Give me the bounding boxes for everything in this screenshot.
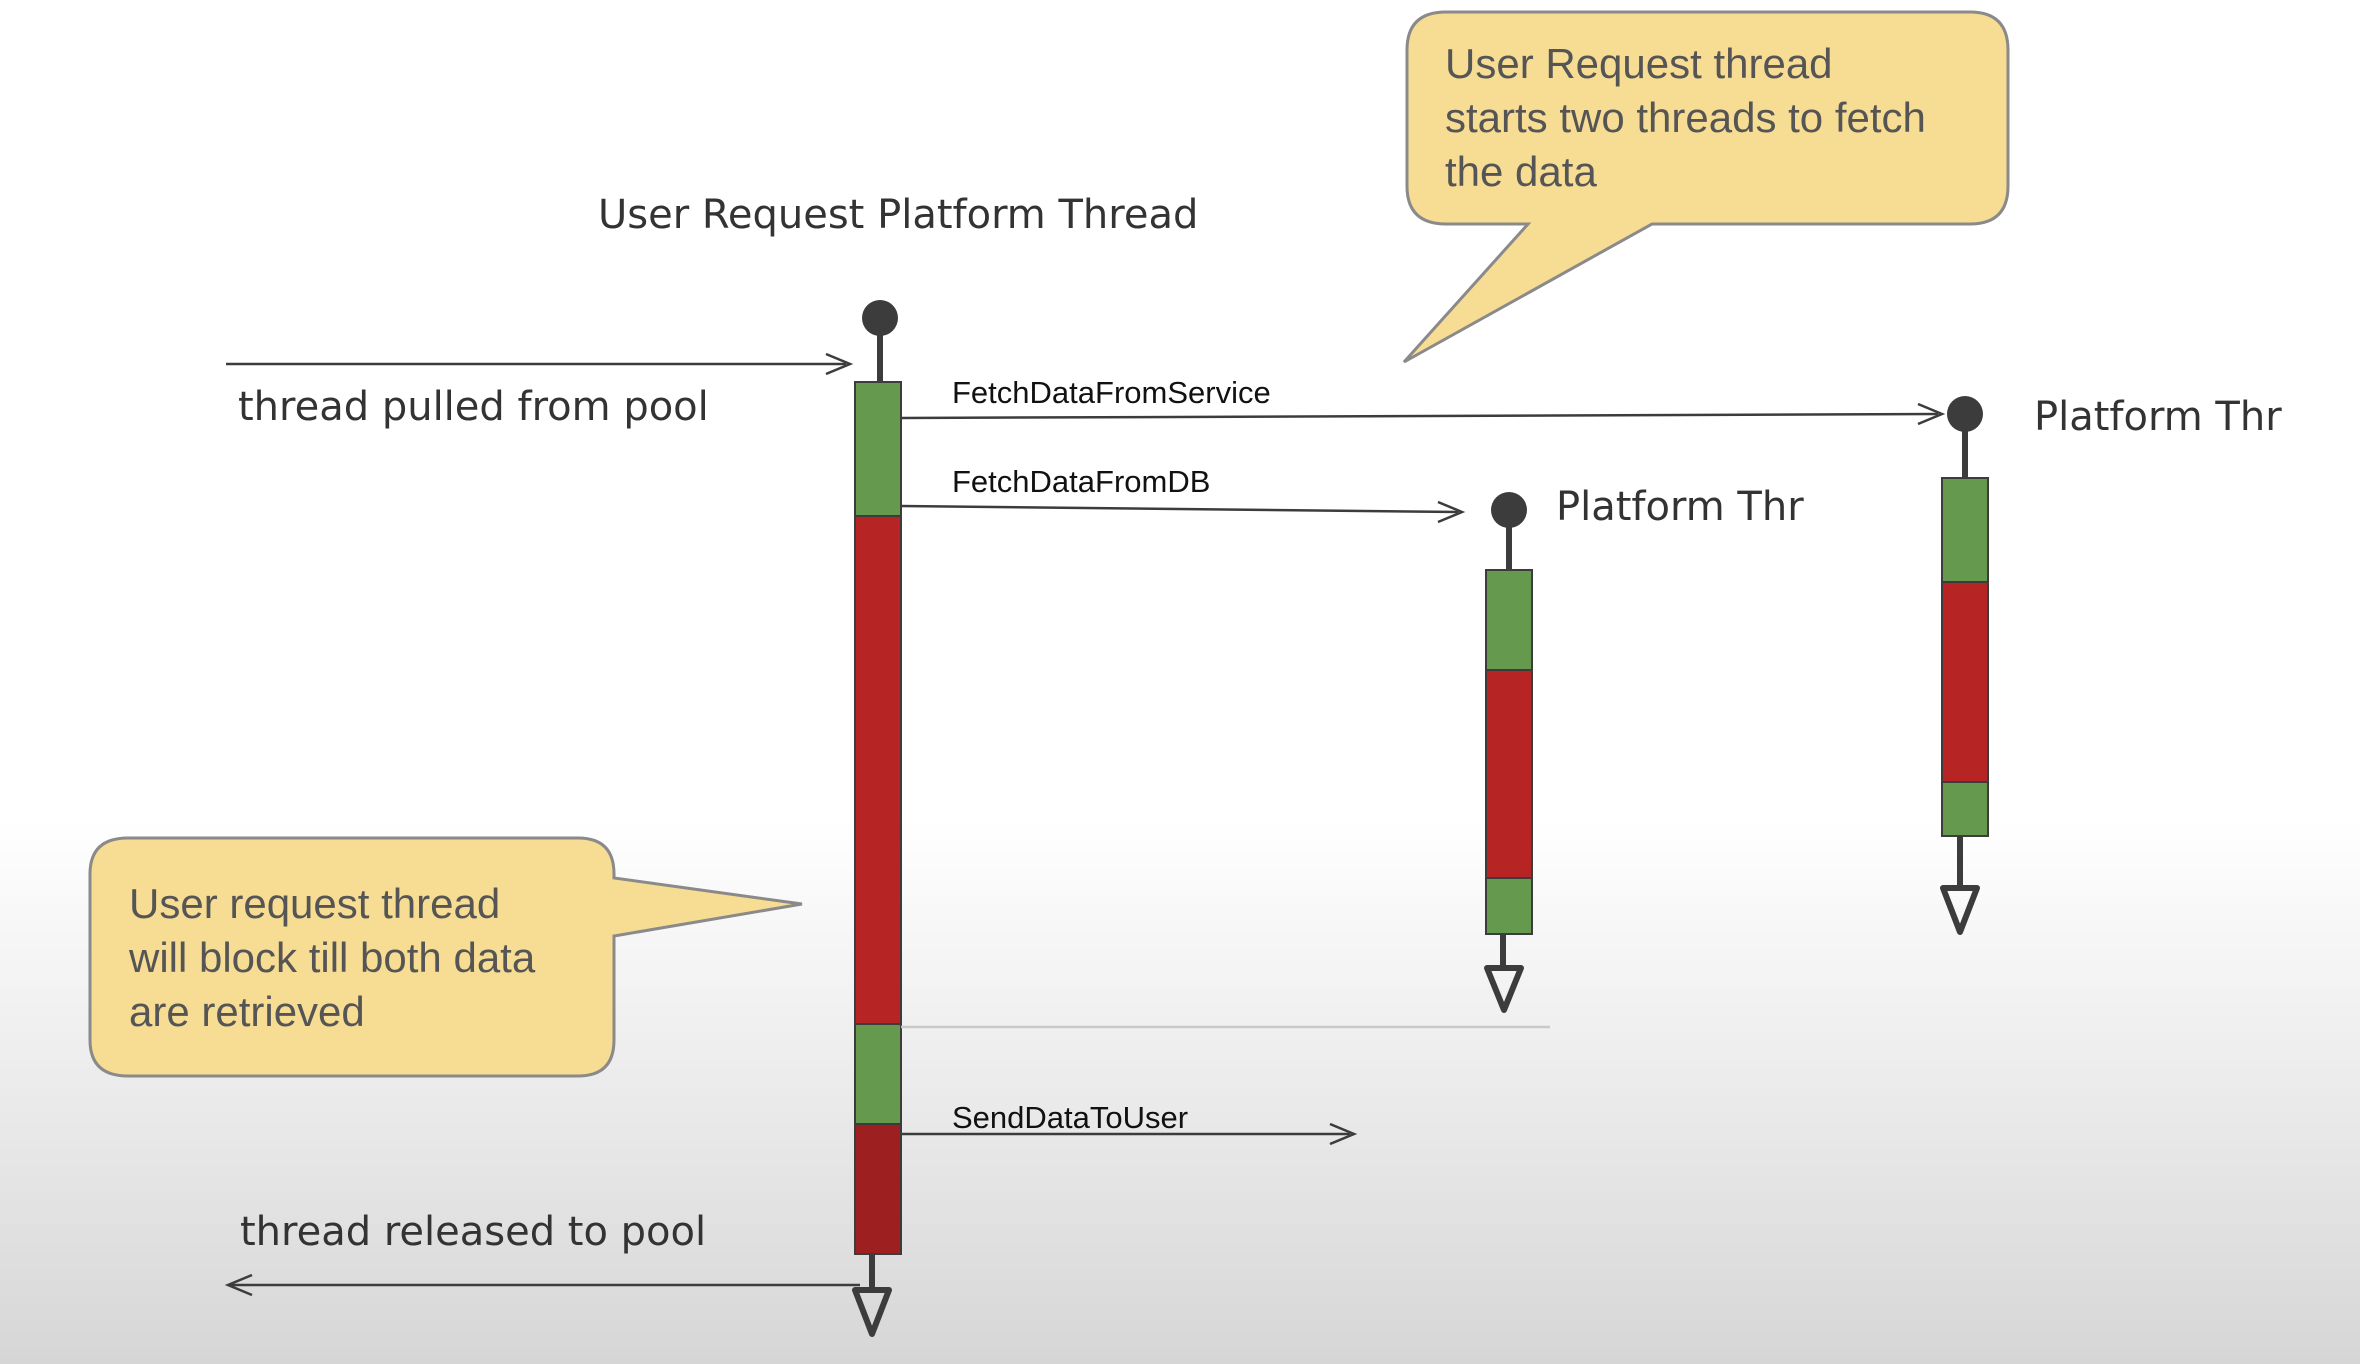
- worker-db-segment-active-2: [1485, 877, 1533, 935]
- callout-start-shape: [1402, 10, 2010, 364]
- worker-service-segment-active-1: [1941, 477, 1989, 583]
- callout-block-shape: [88, 836, 803, 1078]
- message-fetch-db-label: FetchDataFromDB: [952, 464, 1210, 499]
- callout-block-line-2: will block till both data: [128, 934, 536, 981]
- callout-block: User request thread will block till both…: [88, 836, 803, 1078]
- callout-start-line-3: the data: [1445, 148, 1597, 195]
- callout-start-threads: User Request thread starts two threads t…: [1402, 10, 2010, 364]
- worker-db-segment-blocked: [1485, 669, 1533, 879]
- pool-pulled-label: thread pulled from pool: [238, 384, 709, 430]
- callout-block-line-3: are retrieved: [129, 988, 365, 1035]
- svg-text:User request thread will: User request thread will block till both…: [128, 880, 547, 1035]
- callout-start-line-2: starts two threads to fetch: [1445, 94, 1926, 141]
- message-send-user-label: SendDataToUser: [952, 1100, 1188, 1135]
- main-lifeline: [852, 300, 902, 1337]
- main-segment-active-2: [854, 1023, 902, 1125]
- worker-service-segment-blocked: [1941, 581, 1989, 783]
- pool-pulled-arrow: [226, 352, 854, 376]
- main-segment-active-1: [854, 381, 902, 517]
- message-fetch-service: FetchDataFromService: [900, 375, 1946, 426]
- message-send-user: SendDataToUser: [901, 1100, 1358, 1146]
- message-fetch-db: FetchDataFromDB: [900, 464, 1466, 524]
- worker-service-title: Platform Thr: [2034, 394, 2282, 440]
- worker-thread-db: Platform Thr: [1484, 484, 1804, 1013]
- callout-block-line-1: User request thread: [129, 880, 500, 927]
- main-thread-end-arrow: [852, 1287, 892, 1337]
- worker-db-segment-active-1: [1485, 569, 1533, 671]
- worker-db-title: Platform Thr: [1556, 484, 1804, 530]
- pool-released-label: thread released to pool: [240, 1209, 706, 1255]
- main-segment-blocked: [854, 515, 902, 1025]
- worker-thread-service: Platform Thr: [1940, 394, 2282, 935]
- main-thread-title: User Request Platform Thread: [598, 192, 1198, 238]
- svg-text:User Request thread star: User Request thread starts two threads t…: [1445, 40, 1938, 195]
- worker-service-segment-active-2: [1941, 781, 1989, 837]
- callout-start-line-1: User Request thread: [1445, 40, 1833, 87]
- worker-db-end-arrow: [1484, 965, 1524, 1013]
- message-fetch-service-label: FetchDataFromService: [952, 375, 1271, 410]
- worker-service-end-arrow: [1940, 885, 1980, 935]
- main-segment-blocked-2: [854, 1123, 902, 1255]
- pool-released-arrow: [224, 1273, 860, 1297]
